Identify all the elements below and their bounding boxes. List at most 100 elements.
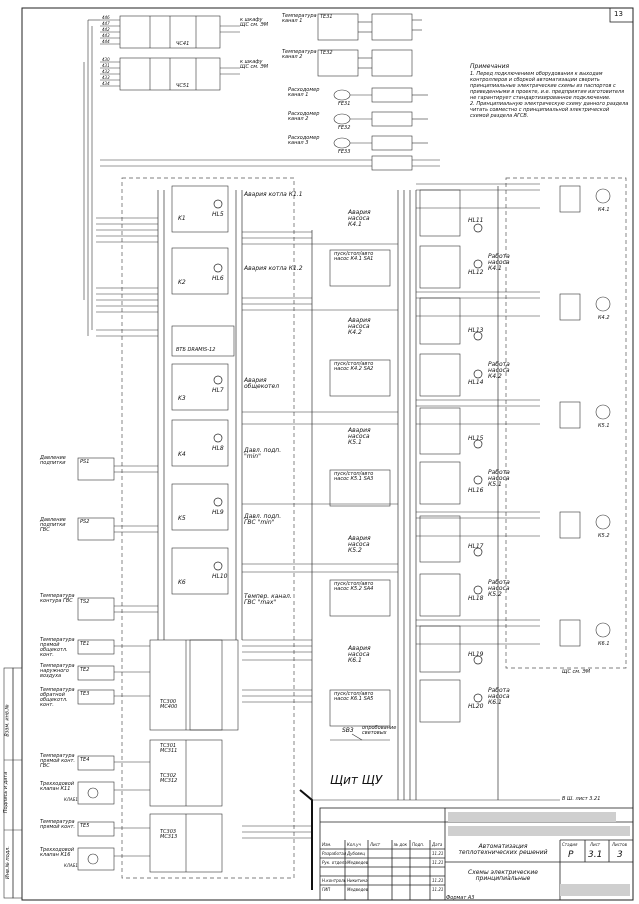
wire-number: 447 [102, 21, 110, 26]
tb-cell: 11.21 [432, 860, 444, 865]
alarm-label: Авария общекотел [244, 377, 280, 390]
wire-number: 431 [102, 63, 110, 68]
wire-number: 430 [102, 57, 110, 62]
tb-sheets: 3 [617, 850, 623, 860]
pump-work-label: Работа насоса К4.2 [488, 361, 510, 380]
sensor-tag: FE33 [338, 149, 351, 155]
relay-label: K1 [178, 215, 186, 222]
left-sensor-label: Температура прямой общекотл. конт. [40, 637, 75, 658]
note-line: принципиальные электрические схемы из па… [470, 83, 616, 89]
notes-heading: Примечания [470, 63, 510, 70]
side-stamp: Инв.№ подл. [4, 846, 11, 879]
lamp-label: HL15 [468, 435, 484, 442]
block-label: ЧС41 [176, 41, 190, 47]
left-sensor-label: Трехходовой клапан К16 [40, 847, 75, 858]
alarm-label: Давл. подп. ГВС "min" [244, 513, 282, 526]
left-sensor-label: Температура прямой конт. ГВС [40, 753, 75, 769]
left-sensor-tag: PS1 [80, 459, 90, 465]
lamp-label: HL12 [468, 269, 484, 276]
wire-number: 434 [102, 81, 110, 86]
notes-block: Примечания 1. Перед подключением оборудо… [470, 64, 628, 119]
lamp-label: HL13 [468, 327, 484, 334]
wire-number: 444 [102, 39, 110, 44]
left-sensor-label: Температура наружного воздуха [40, 663, 75, 679]
lamp-label: HL9 [212, 509, 224, 516]
left-sensor-tag: TS2 [80, 599, 90, 605]
relay-label: K4 [178, 451, 186, 458]
lamp-label: HL14 [468, 379, 484, 386]
wire-number: 433 [102, 75, 110, 80]
top-block-1 [119, 15, 221, 91]
lamp-label: HL8 [212, 445, 224, 452]
left-sensor-label: Температура обратной общекотл. конт. [40, 687, 75, 708]
left-sensor-tag: TE4 [80, 757, 90, 763]
pump-alarm-label: Авария насоса К4.2 [348, 317, 371, 336]
tb-cell: Рук. отдела [322, 860, 347, 865]
tb-sheets-label: Листов [612, 842, 627, 847]
sensor-label: Расходомер канал 1 [288, 87, 320, 98]
tb-cell: Медведев [347, 860, 369, 865]
left-sensor-tag: КЛАБ1 [64, 797, 78, 802]
note-line: схемой раздела АГСВ. [470, 113, 529, 119]
left-sensor-label: Давление подпитки [40, 455, 66, 466]
motor-label: К4.2 [598, 315, 610, 321]
lamp-label: HL18 [468, 595, 484, 602]
note-line: не гарантирует стандартизированное подкл… [470, 95, 611, 101]
note-line: контроллеров и сборкой автоматизации све… [470, 77, 600, 83]
controller-label: ТС303 МС313 [160, 829, 178, 840]
alarm-label: Темпер. канал. ГВС "max" [244, 593, 292, 606]
sensor-label: Расходомер канал 3 [288, 135, 320, 146]
pump-alarm-label: Авария насоса К5.1 [348, 427, 371, 446]
signal-switch-text: опробование световых [362, 725, 397, 736]
left-sensor-label: Трехходовой клапан К11 [40, 781, 75, 792]
controller-label: ТС300 МС400 [160, 699, 178, 710]
left-sensor-label: Температура контура ГВС [40, 593, 75, 604]
tb-cell: 11.21 [432, 851, 444, 856]
tb-format: Формат А3 [446, 895, 475, 901]
tb-cell: ГИП [322, 887, 331, 892]
note-line: приведенными в проекте, и.е. предприятия… [470, 89, 625, 95]
left-sensor-label: Температура прямой конт. [40, 819, 75, 830]
pump-alarm-label: Авария насоса К4.1 [348, 209, 371, 228]
tb-cell: Дубовец [347, 851, 365, 856]
pump-work-label: Работа насоса К5.1 [488, 469, 510, 488]
left-sensor-tag: КЛАБ1 [64, 863, 78, 868]
tb-cell: Дата [432, 842, 443, 847]
relay-label: K6 [178, 579, 186, 586]
pump-work-label: Работа насоса К4.1 [488, 253, 510, 272]
left-sensor-tag: TE2 [80, 667, 90, 673]
sensor-tag: FE31 [338, 101, 351, 107]
lamp-label: HL16 [468, 487, 484, 494]
note-line: читать совместно с принципиальной электр… [470, 107, 610, 113]
motor-label: К5.2 [598, 533, 610, 539]
lamp-label: HL10 [212, 573, 228, 580]
note-line: 2. Принципиальную электрическую схему да… [470, 101, 629, 107]
relay-label: K5 [178, 515, 186, 522]
relay-label: K2 [178, 279, 186, 286]
sensor-label: Температура канал 1 [282, 13, 317, 24]
tb-project: Автоматизация теплотехнических решений [458, 843, 548, 856]
left-sensor-tag: TE1 [80, 641, 90, 647]
controller-label: ТС302 МС312 [160, 773, 178, 784]
side-stamp: Подпись и дата [3, 771, 10, 814]
lamp-label: HL20 [468, 703, 484, 710]
sheet-number: 13 [614, 10, 623, 18]
sensor-tag: TE32 [320, 50, 333, 56]
pump-switch-label: пуск/стоп/авто насос К4.2 SA2 [334, 361, 374, 372]
left-sensor-tag: TE5 [80, 823, 90, 829]
pump-switch-label: пуск/стоп/авто насос К6.1 SA5 [334, 691, 374, 702]
pump-alarm-label: Авария насоса К5.2 [348, 535, 371, 554]
lamp-label: HL6 [212, 275, 224, 282]
lamp-label: HL7 [212, 387, 224, 394]
left-sensor-label: Давление подпитки ГВС [40, 517, 66, 533]
tb-cell: Лист [370, 842, 381, 847]
pump-switch-label: пуск/стоп/авто насос К5.2 SA4 [334, 581, 374, 592]
left-sensor-tag: TE3 [80, 691, 90, 697]
wire-number: 446 [102, 15, 110, 20]
tb-cell: 11.21 [432, 887, 444, 892]
redaction [560, 884, 630, 896]
tb-cell: Кол.уч [347, 842, 361, 847]
tb-cell: Изм. [322, 842, 332, 847]
sensor-tag: FE32 [338, 125, 351, 131]
